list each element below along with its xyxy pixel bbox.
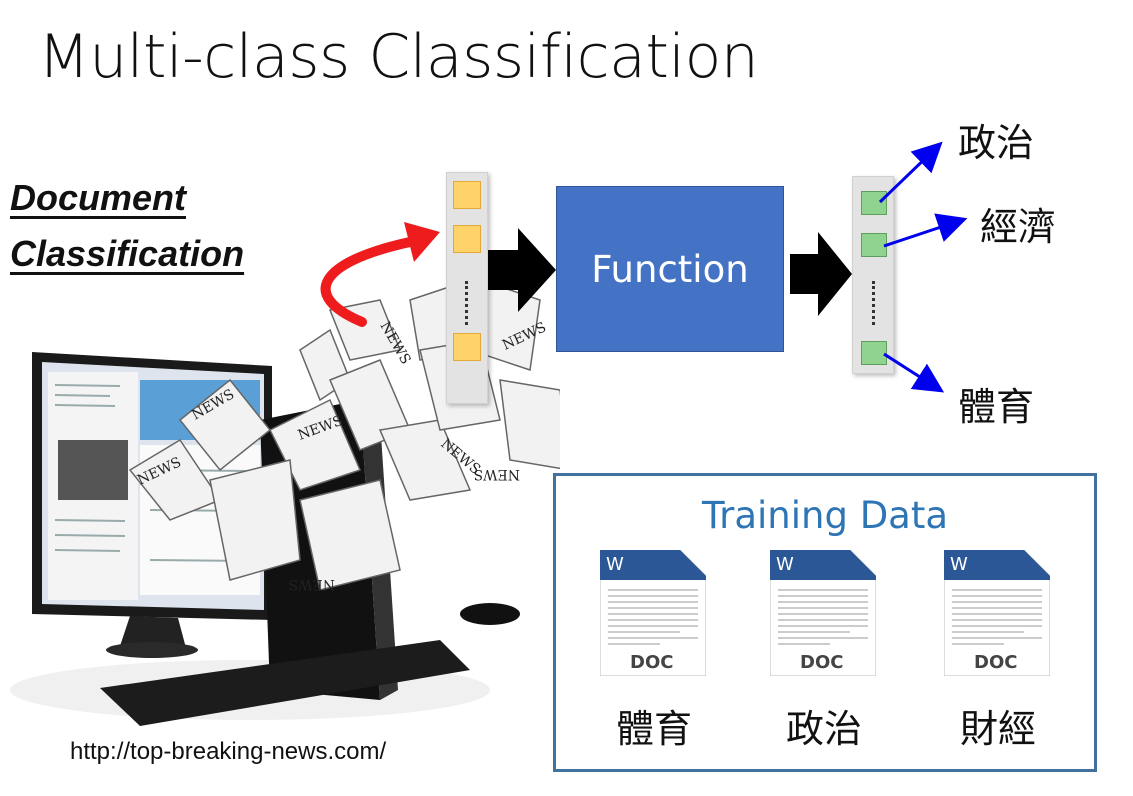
input-vector xyxy=(446,172,488,404)
doc-file-icon-1: W DOC xyxy=(600,550,706,676)
doc-label-1: 體育 xyxy=(584,698,724,753)
blue-output-arrows xyxy=(860,130,980,410)
doc-file-icon-2: W DOC xyxy=(770,550,876,676)
word-letter-3: W xyxy=(950,554,968,575)
input-cell-1 xyxy=(453,181,481,209)
doc-file-icon-3: W DOC xyxy=(944,550,1050,676)
source-url: http://top-breaking-news.com/ xyxy=(70,738,386,766)
input-cell-2 xyxy=(453,225,481,253)
word-letter-1: W xyxy=(606,554,624,575)
word-letter-2: W xyxy=(776,554,794,575)
doc-label-3: 財經 xyxy=(928,698,1068,753)
output-label-politics: 政治 xyxy=(958,112,1034,167)
function-box: Function xyxy=(556,186,784,352)
red-arrow-head xyxy=(404,222,440,262)
black-arrow-out xyxy=(784,232,854,316)
input-cell-3 xyxy=(453,333,481,361)
doc-type-2: DOC xyxy=(800,652,843,673)
svg-text:NEWS: NEWS xyxy=(289,576,335,592)
input-ellipsis xyxy=(465,281,472,325)
output-label-economy: 經濟 xyxy=(980,196,1056,251)
doc-label-2: 政治 xyxy=(754,698,894,753)
black-arrow-in xyxy=(488,228,558,312)
output-label-sports: 體育 xyxy=(958,376,1034,431)
doc-type-1: DOC xyxy=(630,652,673,673)
doc-type-3: DOC xyxy=(974,652,1017,673)
mouse xyxy=(460,603,520,625)
svg-text:NEWS: NEWS xyxy=(474,466,520,482)
training-data-panel: Training Data W DOC 體育 xyxy=(553,473,1097,772)
training-data-title: Training Data xyxy=(556,494,1094,537)
